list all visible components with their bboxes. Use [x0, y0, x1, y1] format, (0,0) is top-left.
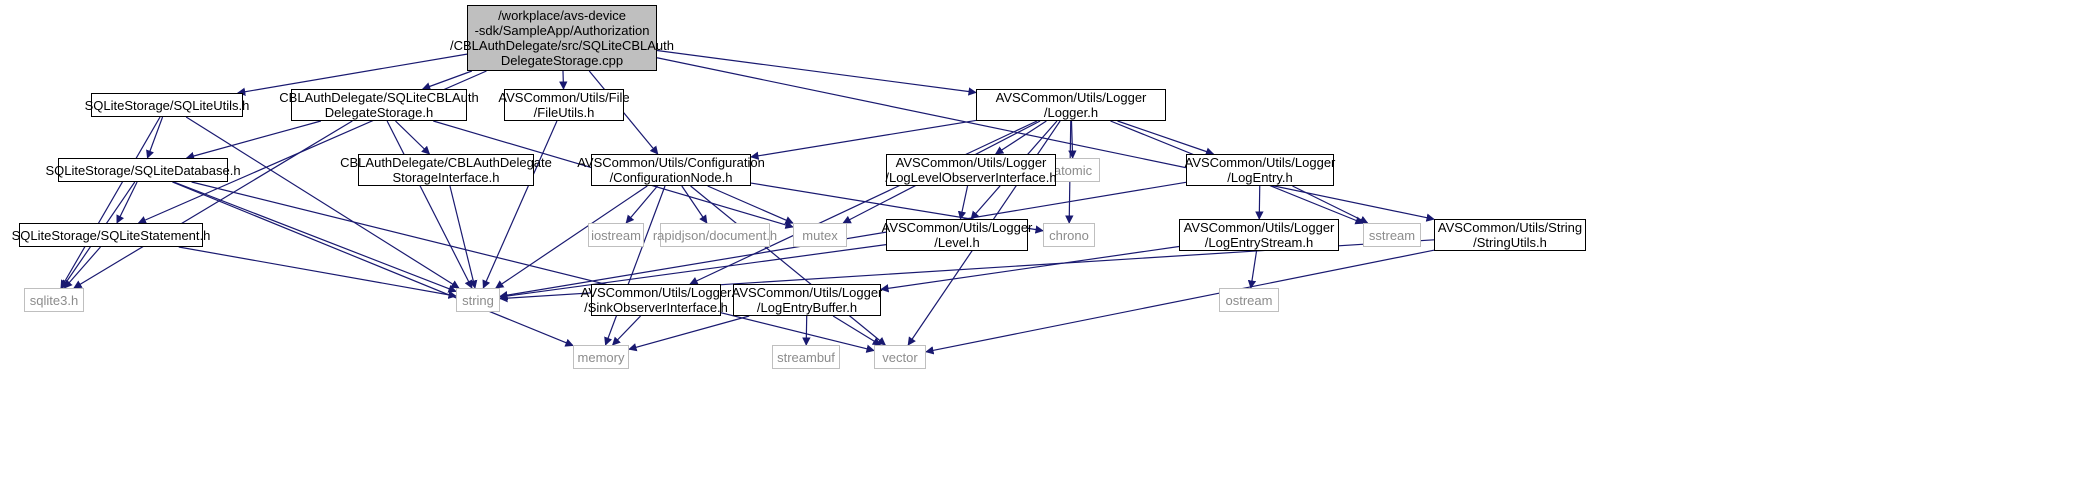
edge-cblinterface-to-string: [449, 185, 478, 289]
edge-logentry-to-logentrystream: [1255, 185, 1264, 220]
sqlite3-node: sqlite3.h: [24, 288, 84, 312]
configuration-node-node[interactable]: AVSCommon/Utils/Configuration /Configura…: [577, 154, 765, 186]
edge-logger-to-atomic: [1068, 120, 1077, 159]
edge-sinkobs-to-memory: [611, 315, 641, 346]
streambuf-node: streambuf: [772, 345, 840, 369]
log-entry-stream-node[interactable]: AVSCommon/Utils/Logger /LogEntryStream.h: [1179, 219, 1339, 251]
edge-logger-to-confignode: [750, 119, 977, 160]
mutex-node: mutex: [793, 223, 847, 247]
edge-confignode-to-vector: [690, 185, 886, 346]
edge-sqliteutils-to-sqlitedb: [146, 116, 164, 159]
edge-confignode-to-iostream: [625, 185, 658, 224]
edge-logentrybuffer-to-streambuf: [802, 315, 811, 346]
edge-sqlitestmt-to-string: [178, 246, 457, 299]
vector-node: vector: [874, 345, 926, 369]
ostream-node: ostream: [1219, 288, 1279, 312]
edge-confignode-to-mutex: [707, 185, 794, 225]
edge-logger-to-logentry: [1117, 120, 1215, 156]
sstream-node: sstream: [1363, 223, 1421, 247]
level-node[interactable]: AVSCommon/Utils/Logger /Level.h: [881, 219, 1033, 251]
sink-observer-node[interactable]: AVSCommon/Utils/Logger /SinkObserverInte…: [580, 284, 732, 316]
edge-confignode-to-string: [495, 185, 648, 289]
edge-cblstorage-to-sqlitedb: [185, 120, 322, 161]
edge-level-to-string: [499, 244, 887, 301]
edge-logger-to-loglevelobs: [994, 120, 1047, 155]
edge-logentrybuffer-to-memory: [628, 315, 750, 352]
edge-root-to-sqliteutils: [236, 53, 468, 96]
rapidjson-document-node: rapidjson/document.h: [653, 223, 777, 247]
edge-root-to-stringutils: [656, 57, 1435, 222]
edge-logentrystream-to-ostream: [1247, 250, 1258, 289]
edge-root-to-cblstorage: [421, 70, 473, 91]
edge-stringutils-to-vector: [925, 249, 1435, 355]
edge-confignode-to-rapidjson: [681, 185, 708, 224]
string-node: string: [456, 288, 500, 312]
edge-sqlitedb-to-sqlitestmt: [116, 181, 138, 224]
edge-logentry-to-sstream: [1292, 185, 1369, 224]
log-entry-node[interactable]: AVSCommon/Utils/Logger /LogEntry.h: [1184, 154, 1336, 186]
edge-cblstorage-to-sqlite3: [73, 120, 353, 289]
cbl-auth-delegate-storage-node[interactable]: CBLAuthDelegate/SQLiteCBLAuth DelegateSt…: [279, 89, 479, 121]
edge-cblstorage-to-string: [386, 120, 473, 289]
edge-loglevelobs-to-level: [957, 185, 969, 220]
edge-sqlitedb-to-string: [173, 181, 457, 293]
edge-sqliteutils-to-sqlite3: [60, 116, 161, 289]
edge-root-to-logger: [656, 49, 977, 96]
iostream-node: iostream: [588, 223, 644, 247]
edge-sqlitedb-to-memory: [172, 181, 574, 347]
sqlite-utils-node[interactable]: SQLiteStorage/SQLiteUtils.h: [85, 93, 249, 117]
log-level-observer-node[interactable]: AVSCommon/Utils/Logger /LogLevelObserver…: [885, 154, 1057, 186]
cbl-storage-interface-node[interactable]: CBLAuthDelegate/CBLAuthDelegate StorageI…: [340, 154, 552, 186]
string-utils-node[interactable]: AVSCommon/Utils/String /StringUtils.h: [1434, 219, 1586, 251]
memory-node: memory: [573, 345, 629, 369]
sqlite-database-node[interactable]: SQLiteStorage/SQLiteDatabase.h: [45, 158, 241, 182]
logger-node[interactable]: AVSCommon/Utils/Logger /Logger.h: [976, 89, 1166, 121]
edge-logger-to-sinkobs: [689, 120, 1038, 285]
edge-sqlitedb-to-vector: [191, 181, 875, 353]
file-utils-node[interactable]: AVSCommon/Utils/File /FileUtils.h: [498, 89, 630, 121]
log-entry-buffer-node[interactable]: AVSCommon/Utils/Logger /LogEntryBuffer.h: [731, 284, 883, 316]
edge-logentrybuffer-to-vector: [832, 315, 882, 346]
edge-sqlitestmt-to-sqlite3: [63, 246, 101, 289]
sqlite-statement-node[interactable]: SQLiteStorage/SQLiteStatement.h: [12, 223, 210, 247]
edge-cblstorage-to-cblinterface: [395, 120, 431, 155]
edge-root-to-fileutils: [559, 70, 568, 90]
chrono-node: chrono: [1043, 223, 1095, 247]
edge-fileutils-to-string: [482, 120, 558, 289]
edge-logentrystream-to-logentrybuffer: [880, 245, 1180, 293]
root-file-node[interactable]: /workplace/avs-device -sdk/SampleApp/Aut…: [450, 5, 674, 71]
edge-confignode-to-memory: [604, 185, 666, 346]
